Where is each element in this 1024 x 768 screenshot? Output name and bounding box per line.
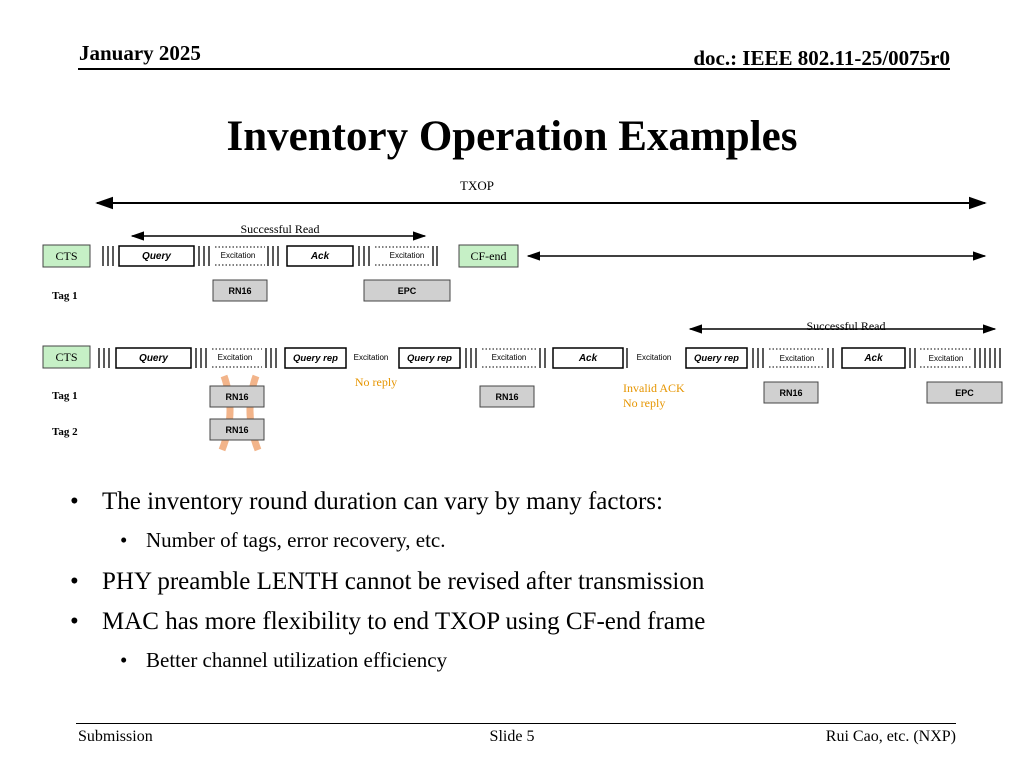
no-reply-label-2: No reply (623, 396, 665, 410)
header-doc-id: doc.: IEEE 802.11-25/0075r0 (693, 46, 950, 70)
epc-box-1 (363, 279, 451, 302)
rn16-label-2d: RN16 (779, 388, 802, 398)
excitation-1a (215, 246, 279, 266)
bullet-text: PHY preamble LENTH cannot be revised aft… (102, 568, 705, 595)
hatch-2e (752, 348, 764, 368)
hatch-2f (909, 348, 916, 368)
excitation-label-2d: Excitation (637, 353, 672, 362)
header-date: January 2025 (79, 41, 201, 65)
invalid-ack-label: Invalid ACK (623, 381, 685, 395)
query-rep-label-2b: Query rep (407, 353, 452, 364)
bullet-dot-icon: • (70, 608, 79, 635)
query-box-2 (115, 347, 192, 369)
bullet-item: • MAC has more flexibility to end TXOP u… (70, 608, 705, 648)
rn16-box-2c (479, 385, 535, 408)
excitation-label-2b: Excitation (354, 353, 389, 362)
hatch-1c (358, 246, 370, 266)
cts-box-1 (42, 244, 91, 268)
tag1-label-1: Tag 1 (52, 290, 78, 302)
excitation-label-1a: Excitation (221, 251, 256, 260)
query-rep-label-2a: Query rep (293, 353, 338, 364)
bullet-dot-icon: • (120, 528, 128, 552)
cts-label-1: CTS (55, 249, 77, 263)
footer-rule (76, 723, 956, 724)
footer-author: Rui Cao, etc. (NXP) (825, 728, 956, 745)
inventory-diagram: TXOP Successful Read CTS Query Excitatio… (42, 178, 1003, 452)
excitation-1b (375, 246, 438, 266)
rn16-box-1 (212, 279, 268, 302)
query-rep-label-2c: Query rep (694, 353, 739, 364)
rn16-label-2a: RN16 (225, 392, 248, 402)
query-label-2: Query (139, 353, 168, 364)
excitation-label-1b: Excitation (390, 251, 425, 260)
bullet-text: The inventory round duration can vary by… (102, 488, 663, 515)
bullet-item: • Better channel utilization efficiency (70, 648, 705, 688)
excitation-label-2f: Excitation (929, 354, 964, 363)
epc-label-1: EPC (398, 286, 417, 296)
hatch-2b (195, 348, 207, 368)
query-rep-box-2a (284, 347, 347, 369)
header-rule (78, 68, 950, 70)
cf-end-label: CF-end (471, 249, 507, 263)
rn16-box-2a (209, 385, 265, 408)
bullet-item: • Number of tags, error recovery, etc. (70, 528, 705, 568)
rn16-label-1: RN16 (228, 286, 251, 296)
rn16-box-2b (209, 418, 265, 441)
bullet-text: MAC has more flexibility to end TXOP usi… (102, 608, 706, 635)
rn16-label-2c: RN16 (495, 392, 518, 402)
epc-label-2: EPC (955, 388, 974, 398)
ack-label-1: Ack (310, 251, 330, 262)
hatch-1a (102, 246, 114, 266)
query-rep-box-2c (685, 347, 748, 369)
successful-read-label-1: Successful Read (241, 222, 320, 236)
excitation-2f (920, 348, 1001, 368)
footer-submission: Submission (78, 728, 153, 745)
epc-box-2 (926, 381, 1003, 404)
excitation-2a (212, 348, 277, 368)
no-reply-label-1: No reply (355, 375, 397, 389)
hatch-2c (465, 348, 477, 368)
hatch-2a (98, 348, 110, 368)
footer-slide-number: Slide 5 (489, 728, 535, 745)
collision-cross-icon (218, 374, 262, 452)
slide-title: Inventory Operation Examples (226, 113, 798, 160)
bullet-list: • The inventory round duration can vary … (70, 488, 705, 688)
ack-box-2b (841, 347, 906, 369)
bullet-text: Number of tags, error recovery, etc. (146, 528, 446, 552)
excitation-label-2a: Excitation (218, 353, 253, 362)
bullet-item: • The inventory round duration can vary … (70, 488, 705, 528)
ack-label-2a: Ack (578, 353, 598, 364)
bullet-text: Better channel utilization efficiency (146, 648, 448, 672)
hatch-1b (198, 246, 210, 266)
cts-box-2 (42, 345, 91, 369)
ack-box-1 (286, 245, 354, 267)
cts-label-2: CTS (55, 350, 77, 364)
cf-end-box (458, 244, 519, 268)
tag2-label: Tag 2 (52, 426, 78, 438)
excitation-2c (482, 348, 546, 368)
rn16-box-2d (763, 381, 819, 404)
excitation-label-2e: Excitation (780, 354, 815, 363)
bullet-dot-icon: • (120, 648, 128, 672)
tag1-label-2: Tag 1 (52, 390, 78, 402)
bullet-dot-icon: • (70, 488, 79, 515)
ack-box-2a (552, 347, 624, 369)
bullet-dot-icon: • (70, 568, 79, 595)
bullet-item: • PHY preamble LENTH cannot be revised a… (70, 568, 705, 608)
query-rep-box-2b (398, 347, 461, 369)
query-box-1 (118, 245, 195, 267)
excitation-2e (769, 348, 834, 368)
excitation-label-2c: Excitation (492, 353, 527, 362)
ack-label-2b: Ack (863, 353, 883, 364)
query-label-1: Query (142, 251, 171, 262)
rn16-label-2b: RN16 (225, 425, 248, 435)
txop-label: TXOP (460, 178, 494, 193)
successful-read-label-2: Successful Read (807, 319, 886, 333)
